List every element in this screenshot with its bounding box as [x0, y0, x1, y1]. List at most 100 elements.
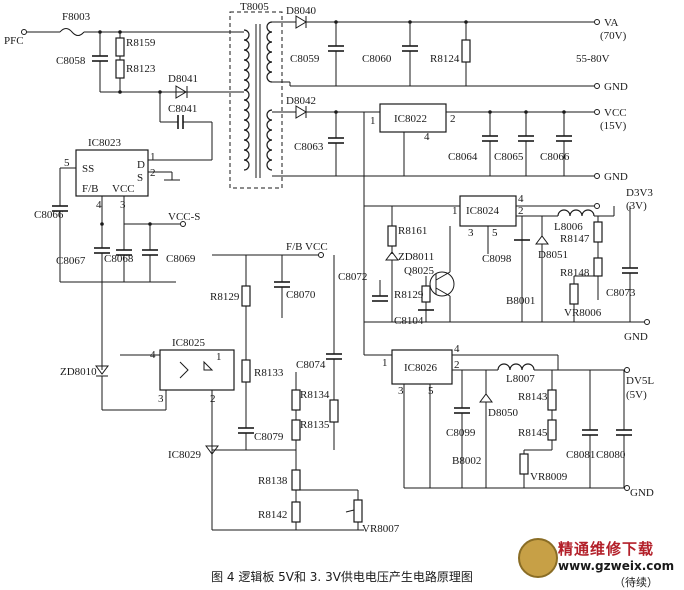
label-gnd-1: GND	[604, 81, 628, 93]
label-fbvcc: F/B VCC	[286, 241, 328, 253]
resistor-r8123	[115, 59, 125, 79]
potentiometer-vr8009	[519, 453, 529, 475]
zener-zd8010	[95, 365, 109, 375]
pin-number: 2	[454, 359, 460, 371]
resistor-r8159	[115, 37, 125, 57]
potentiometer-vr8007	[353, 499, 363, 523]
pin-number: 1	[150, 151, 156, 163]
label-d8041: D8041	[168, 73, 198, 85]
pin-number: 3	[158, 393, 164, 405]
label-vcc-voltage: (15V)	[600, 120, 627, 132]
label-r8147: R8147	[560, 233, 590, 245]
label-ic8026: IC8026	[404, 362, 438, 374]
label-c8099: C8099	[446, 427, 476, 439]
inductor-l8007	[497, 363, 535, 371]
label-r8145: R8145	[518, 427, 548, 439]
label-b8002: B8002	[452, 455, 481, 467]
label-zd8011: ZD8011	[398, 251, 434, 263]
diode-d8041	[175, 85, 187, 99]
label-r8129-left: R8129	[210, 291, 240, 303]
transistor-q8025	[429, 271, 455, 297]
label-d8050: D8050	[488, 407, 518, 419]
label-d8040: D8040	[286, 5, 316, 17]
pin-number: 1	[382, 357, 388, 369]
pin-number: 1	[216, 351, 222, 363]
label-dv5l-voltage: (5V)	[626, 389, 647, 401]
pin-number: 2	[450, 113, 456, 125]
label-r8159: R8159	[126, 37, 156, 49]
ic-ic8022	[379, 103, 447, 133]
pin-number: 4	[96, 199, 102, 211]
label-va-voltage: (70V)	[600, 30, 627, 42]
label-ic8023: IC8023	[88, 137, 122, 149]
label-vcc-pin: VCC	[112, 183, 135, 195]
label-vr8007: VR8007	[362, 523, 400, 535]
pin-number: 1	[370, 115, 376, 127]
label-r8138: R8138	[258, 475, 288, 487]
d3v3-section	[364, 195, 650, 325]
label-ic8025: IC8025	[172, 337, 206, 349]
resistor-r8145	[547, 419, 557, 441]
pfc-terminal	[21, 29, 27, 35]
pin-number: 2	[210, 393, 216, 405]
label-gnd-4: GND	[630, 487, 654, 499]
label-c8098: C8098	[482, 253, 512, 265]
watermark: 精通维修下载 www.gzweix.com	[514, 536, 679, 580]
potentiometer-vr8006	[569, 283, 579, 305]
label-c8104: C8104	[394, 315, 424, 327]
pin-number: 5	[492, 227, 498, 239]
label-fb: F/B	[82, 183, 99, 195]
ic-ic8026	[391, 349, 453, 385]
pin-number: 5	[428, 385, 434, 397]
label-vccs: VCC-S	[168, 211, 200, 223]
label-c8064: C8064	[448, 151, 478, 163]
label-r8123: R8123	[126, 63, 156, 75]
label-gnd-3: GND	[624, 331, 648, 343]
watermark-name: 精通维修下载	[558, 540, 655, 558]
figure-caption: 图 4 逻辑板 5V和 3. 3V供电电压产生电路原理图	[211, 570, 473, 584]
vcc-15v-section	[272, 103, 600, 356]
label-d-pin: D	[137, 159, 145, 171]
resistor-r8138	[291, 469, 301, 491]
pin-number: 5	[64, 157, 70, 169]
watermark-url: www.gzweix.com	[558, 559, 675, 573]
label-ic8024: IC8024	[466, 205, 500, 217]
resistor-r8135	[291, 419, 301, 441]
pin-number: 3	[468, 227, 474, 239]
continued-note: （待续）	[614, 576, 658, 589]
label-ic8029: IC8029	[168, 449, 202, 461]
label-c8073: C8073	[606, 287, 636, 299]
pin-number: 3	[120, 199, 126, 211]
diode-d8042	[295, 105, 307, 119]
label-r8161: R8161	[398, 225, 427, 237]
label-d8042: D8042	[286, 95, 316, 107]
resistor-r8135b	[329, 399, 339, 423]
pin-number: 2	[150, 167, 156, 179]
label-zd8010: ZD8010	[60, 366, 97, 378]
resistor-r8133	[241, 359, 251, 383]
label-r8129-right: R8129	[394, 289, 424, 301]
label-f8003: F8003	[62, 11, 91, 23]
dv5l-section	[391, 349, 632, 491]
label-ic8022: IC8022	[394, 113, 427, 125]
feedback-section	[95, 252, 364, 531]
label-va-range: 55-80V	[576, 53, 610, 65]
label-gnd-2: GND	[604, 171, 628, 183]
label-r8142: R8142	[258, 509, 287, 521]
label-vr8009: VR8009	[530, 471, 568, 483]
label-ss: SS	[82, 163, 94, 175]
pin-numbers: 1 2 4 1 2 5 4 3 4 3 2 1 1 4 2 3 5 1 4 2 …	[64, 113, 524, 405]
component-labels: PFC F8003 T8005 D8040 VA (70V) 55-80V GN…	[4, 1, 654, 535]
label-d3v3-voltage: (3V)	[626, 200, 647, 212]
resistor-r8147	[593, 221, 603, 243]
label-c8065: C8065	[494, 151, 524, 163]
label-c8074: C8074	[296, 359, 326, 371]
watermark-logo-icon	[518, 538, 558, 578]
label-r8143: R8143	[518, 391, 548, 403]
label-c8080: C8080	[596, 449, 626, 461]
diode-d8051	[535, 235, 549, 245]
label-c8070: C8070	[286, 289, 316, 301]
label-c8060: C8060	[362, 53, 392, 65]
label-vr8006: VR8006	[564, 307, 602, 319]
